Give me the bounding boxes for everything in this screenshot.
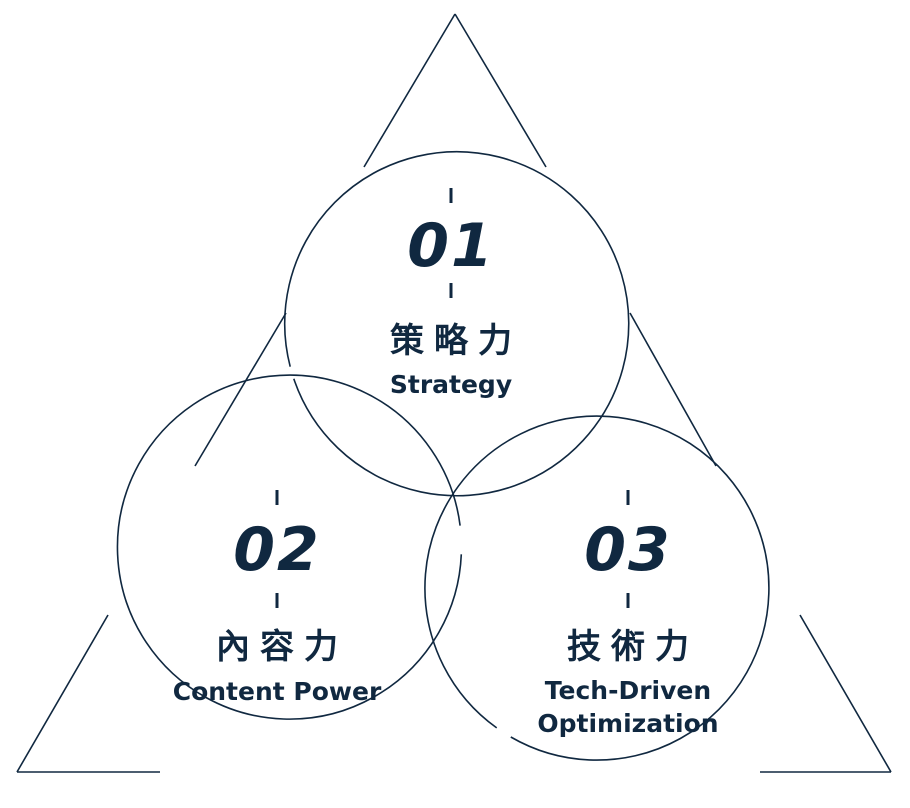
circle-tech bbox=[424, 415, 770, 761]
triangle-edge-right-top bbox=[454, 13, 547, 168]
item-title-en-line-2: Optimization bbox=[537, 709, 718, 738]
circle-strategy bbox=[283, 150, 630, 497]
circle-content bbox=[116, 374, 463, 720]
item-number: 03 bbox=[584, 515, 672, 585]
triangle-edge-left-bottom bbox=[16, 614, 109, 773]
item-title-zh: 策略力 bbox=[390, 321, 522, 361]
item-number: 02 bbox=[233, 515, 321, 585]
pillar-strategy: 01 策略力 Strategy bbox=[390, 188, 522, 399]
item-title-zh: 內容力 bbox=[216, 627, 348, 667]
pillar-tech: 03 技術力 Tech-Driven Optimization bbox=[537, 490, 719, 738]
item-title-en: Content Power bbox=[173, 677, 382, 706]
item-number: 01 bbox=[407, 211, 495, 281]
pillar-content: 02 內容力 Content Power bbox=[173, 490, 382, 706]
triangle-edge-left-top bbox=[363, 13, 456, 168]
item-title-en-line-1: Tech-Driven bbox=[545, 676, 711, 705]
triangle-edge-left-mid bbox=[194, 312, 287, 467]
triangle-edge-right-bottom bbox=[799, 614, 892, 773]
triangle-outline bbox=[16, 13, 892, 773]
item-title-en: Strategy bbox=[390, 370, 512, 399]
item-title-zh: 技術力 bbox=[567, 627, 699, 667]
triangle-edge-right-mid bbox=[629, 312, 717, 467]
